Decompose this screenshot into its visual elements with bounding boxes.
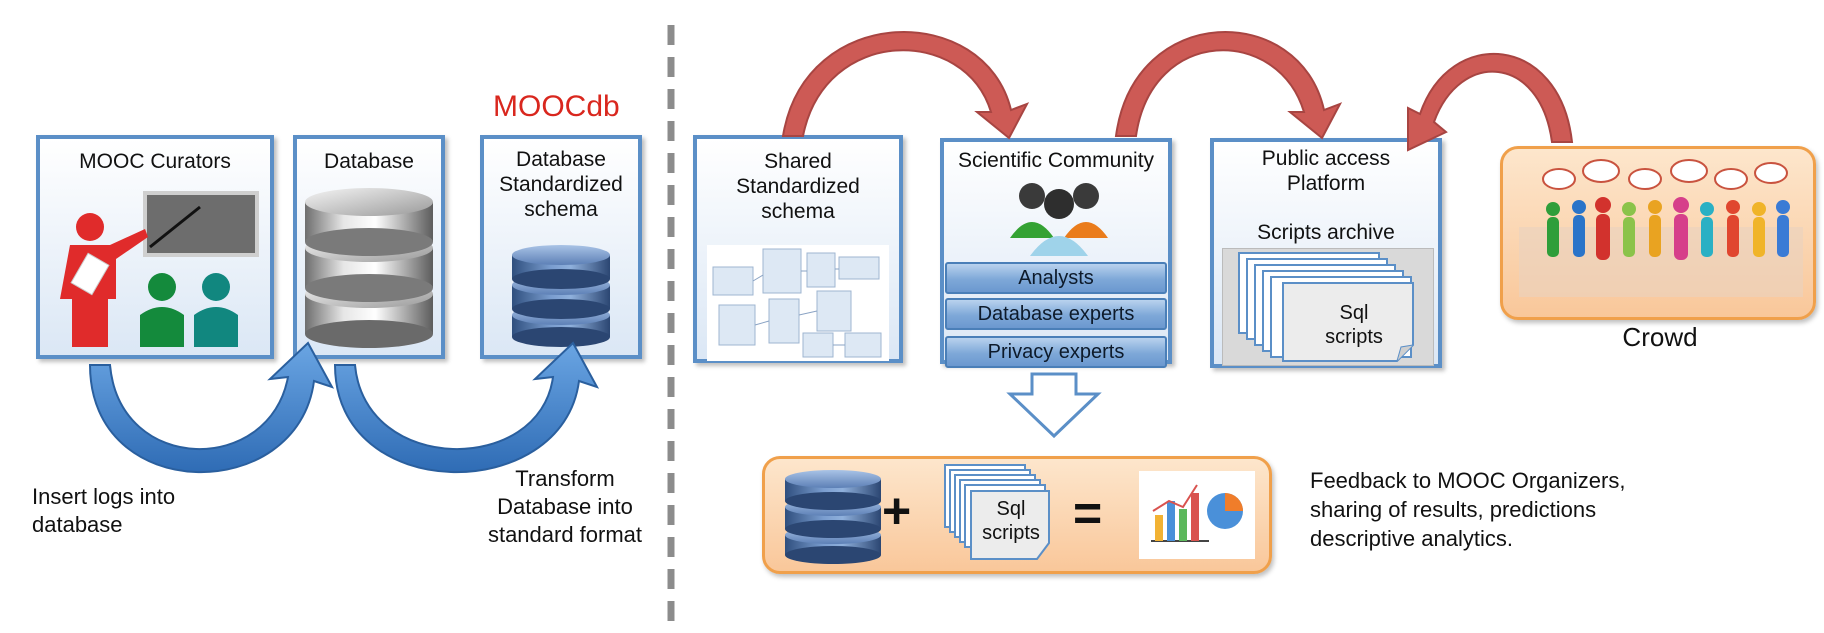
blue-database-icon bbox=[512, 245, 610, 347]
role-privacy-experts: Privacy experts bbox=[945, 336, 1167, 368]
insert-arrow bbox=[88, 341, 335, 473]
schema-title: Database Standardized schema bbox=[499, 148, 623, 221]
down-arrow bbox=[1006, 372, 1102, 439]
feedback-text: Feedback to MOOC Organizers, sharing of … bbox=[1310, 468, 1626, 551]
schema-box: Database Standardized schema bbox=[480, 135, 642, 359]
metal-database-icon bbox=[305, 188, 433, 348]
schema-diagram-icon bbox=[707, 245, 889, 361]
moocdb-title: MOOCdb bbox=[493, 90, 620, 123]
role-analysts: Analysts bbox=[945, 262, 1167, 294]
scientific-community-title: Scientific Community bbox=[957, 149, 1155, 172]
role-database-experts: Database experts bbox=[945, 298, 1167, 330]
result-script-stack-icon bbox=[944, 464, 1050, 560]
plus-sign: + bbox=[882, 483, 912, 539]
mooc-curators-box: MOOC Curators bbox=[36, 135, 274, 359]
result-scripts-label: Sql scripts bbox=[982, 498, 1040, 544]
crowd-panel bbox=[1500, 146, 1816, 320]
section-divider bbox=[667, 25, 675, 625]
people-group-icon bbox=[1010, 183, 1108, 256]
transform-arrow bbox=[333, 341, 600, 474]
public-platform-title: Public access Platform bbox=[1261, 147, 1391, 195]
transform-label: Transform Database into standard format bbox=[487, 466, 643, 547]
mooc-curators-title: MOOC Curators bbox=[79, 150, 231, 173]
database-box: Database bbox=[293, 135, 445, 359]
database-title: Database bbox=[324, 150, 414, 173]
platform-script-stack: Sql scripts bbox=[1222, 248, 1434, 366]
scientific-community-box: Scientific Community bbox=[940, 138, 1172, 364]
script-stack-icon bbox=[1238, 252, 1414, 362]
equals-sign: = bbox=[1073, 485, 1103, 541]
shared-schema-box: Shared Standardized schema bbox=[693, 135, 903, 363]
red-arrow-schema-to-community bbox=[781, 30, 1030, 140]
result-panel: + Sql scripts = bbox=[762, 456, 1272, 574]
shared-schema-title: Shared Standardized schema bbox=[736, 150, 860, 223]
teacher-icon bbox=[60, 191, 259, 347]
platform-scripts-label: Sql scripts bbox=[1325, 302, 1383, 348]
red-arrow-crowd-to-platform bbox=[1407, 52, 1574, 152]
crowd-label: Crowd bbox=[1622, 322, 1698, 352]
insert-logs-label: Insert logs into database bbox=[32, 484, 176, 537]
scripts-archive-label: Scripts archive bbox=[1257, 221, 1395, 244]
crowd-icon bbox=[1519, 159, 1803, 297]
chart-icon bbox=[1139, 471, 1255, 559]
result-database-icon bbox=[785, 470, 881, 564]
red-arrow-community-to-platform bbox=[1114, 30, 1343, 140]
